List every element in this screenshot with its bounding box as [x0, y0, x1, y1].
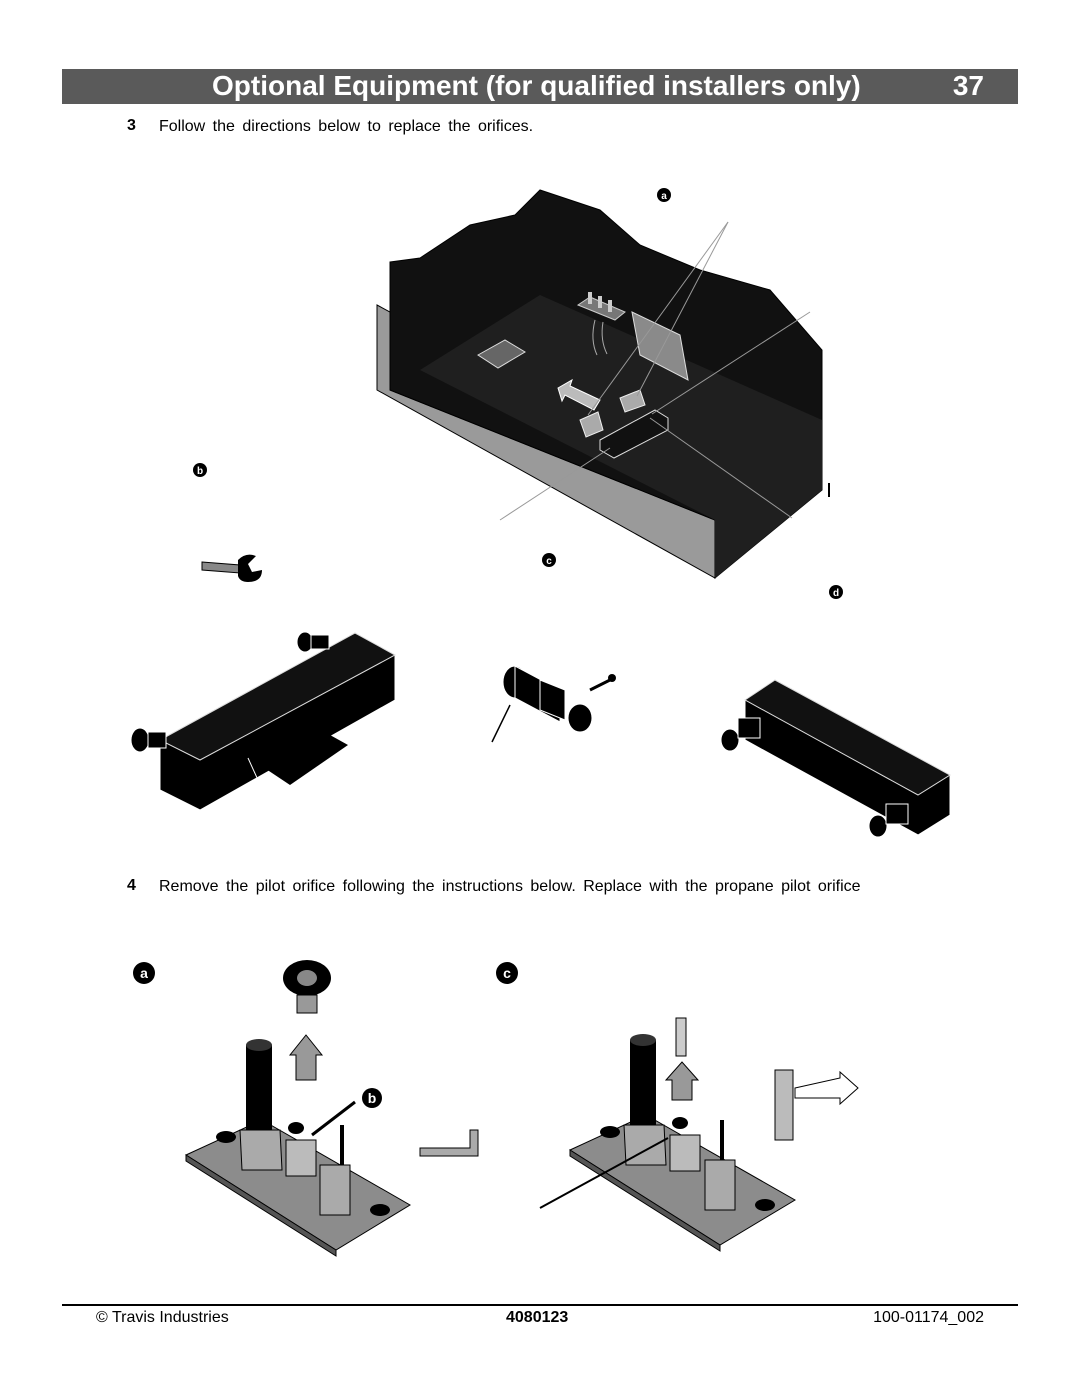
orifice-clip: [619, 389, 646, 413]
callout-b: b: [362, 1088, 382, 1108]
pilot-plate-left: [184, 960, 411, 1257]
hex-key-icon: [419, 1129, 479, 1157]
footer-doc-number: 4080123: [506, 1309, 569, 1326]
burner-bar: [599, 409, 669, 459]
arrow-icon: [557, 378, 601, 411]
page-title: Optional Equipment (for qualified instal…: [212, 70, 861, 101]
footer-part-number: 100-01174_002: [873, 1309, 984, 1326]
burner-closeup-left: [130, 631, 397, 811]
svg-text:a: a: [661, 191, 667, 202]
callout-a: a: [657, 188, 671, 202]
callout-d: d: [829, 585, 843, 599]
pilot-plate-right: [539, 1017, 859, 1252]
step-text: Remove the pilot orifice following the i…: [159, 878, 861, 895]
footer-copyright: © Travis Industries: [96, 1309, 229, 1326]
callout-c: c: [542, 553, 556, 567]
step-number: 4: [127, 877, 136, 894]
callout-b: b: [193, 463, 207, 477]
svg-text:b: b: [197, 466, 203, 477]
page-number: 37: [952, 70, 984, 101]
callout-c: c: [496, 962, 518, 984]
wrench-icon: [201, 554, 262, 582]
floor-bracket: [477, 339, 526, 369]
header-bar: Optional Equipment (for qualified instal…: [62, 69, 1018, 104]
baffle-panel: [631, 311, 689, 381]
burner-closeup-right: [720, 679, 951, 838]
footer-rule: [62, 1304, 1018, 1306]
orifice-clip: [579, 411, 604, 438]
svg-text:d: d: [833, 588, 839, 599]
svg-text:c: c: [503, 965, 511, 981]
step-text: Follow the directions below to replace t…: [159, 118, 534, 135]
svg-text:b: b: [368, 1090, 377, 1106]
svg-text:c: c: [546, 556, 552, 567]
pilot-assembly: [576, 292, 626, 356]
step-number: 3: [127, 117, 136, 134]
orifice-closeup: [491, 665, 616, 743]
callout-a: a: [133, 962, 155, 984]
svg-text:a: a: [140, 965, 148, 981]
